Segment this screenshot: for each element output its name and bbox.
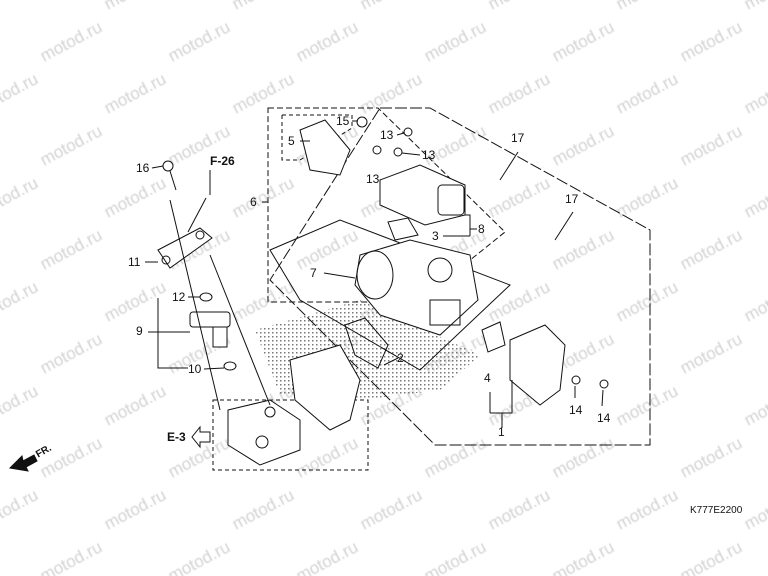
callout-15: 15: [336, 114, 350, 128]
ref-f26: F-26: [210, 154, 235, 168]
callout-16: 16: [136, 161, 150, 175]
ref-e3: E-3: [167, 430, 186, 444]
callout-17b: 17: [565, 192, 579, 206]
e3-arrow-icon: [191, 425, 211, 449]
fuel-joint-11: [157, 197, 213, 269]
injector-9: [189, 292, 237, 371]
callout-10: 10: [188, 362, 202, 376]
diagram-code: K777E2200: [690, 505, 743, 516]
throttle-body-7: [354, 239, 479, 336]
callout-1: 1: [498, 425, 505, 439]
callout-4: 4: [484, 371, 491, 385]
map-sensor-8: [372, 127, 466, 241]
callout-8: 8: [478, 222, 485, 236]
bolts-17: [499, 151, 574, 241]
gasket-2: [344, 317, 389, 369]
callout-14a: 14: [569, 403, 583, 417]
front-arrow-icon: [8, 454, 38, 472]
callout-13b: 13: [422, 148, 436, 162]
callout-11: 11: [128, 255, 141, 269]
bracket-5: [299, 116, 368, 176]
callout-6: 6: [250, 195, 257, 209]
callout-7: 7: [310, 266, 317, 280]
callout-5: 5: [288, 134, 295, 148]
callout-12: 12: [172, 290, 186, 304]
tps-sensor-1: [481, 321, 609, 406]
callout-13a: 13: [380, 128, 394, 142]
e3-box: [212, 399, 369, 471]
bolt-16: [162, 160, 177, 191]
insulator: [227, 344, 361, 466]
callout-14b: 14: [597, 411, 611, 425]
callout-9: 9: [136, 324, 143, 338]
callout-13c: 13: [366, 172, 380, 186]
sensor-box-1: [269, 107, 651, 446]
leader-lines: [145, 120, 604, 428]
callout-2: 2: [397, 351, 404, 365]
callout-3: 3: [432, 229, 439, 243]
throttle-body-box: [269, 219, 511, 371]
callout-17a: 17: [511, 131, 525, 145]
